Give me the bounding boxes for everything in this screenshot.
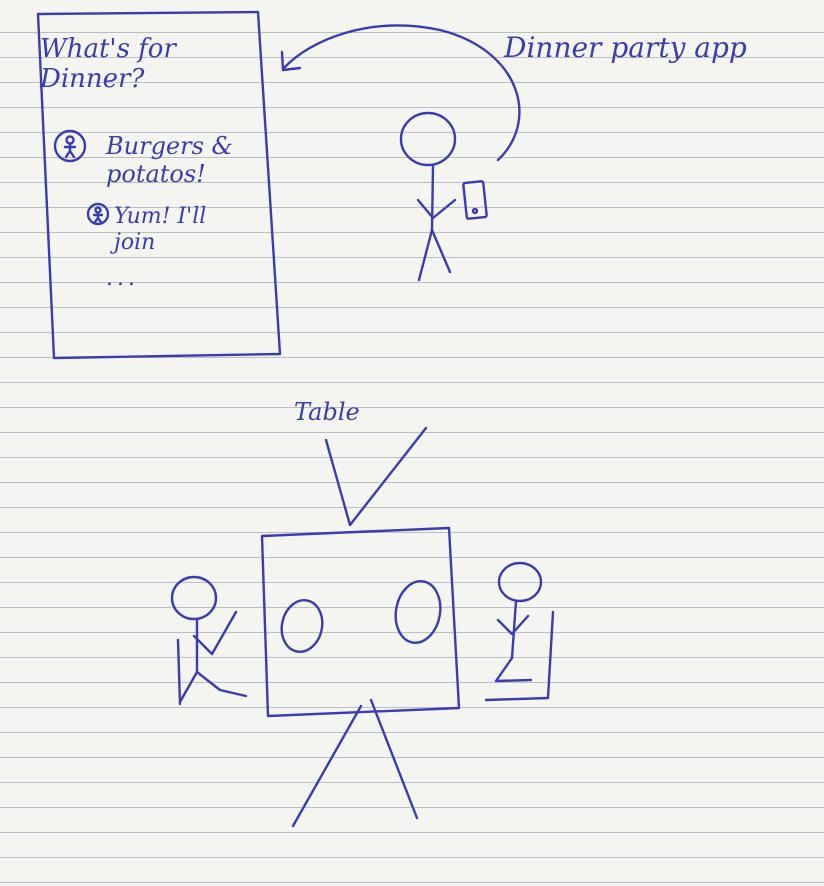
message-1-text: Burgers & potatos!: [106, 132, 233, 188]
app-arrow: [282, 24, 521, 162]
message-1-avatar-icon: [53, 129, 87, 163]
table-legs: [291, 698, 419, 828]
app-label: Dinner party app: [504, 31, 747, 64]
app-arrow-head: [280, 50, 302, 72]
person-right: [484, 561, 555, 702]
table-label: Table: [294, 398, 360, 426]
message-2-text: Yum! I'll join: [114, 204, 207, 255]
person-left: [170, 575, 248, 706]
table-pointer: [324, 426, 428, 527]
message-2-avatar-icon: [86, 202, 110, 226]
plate-right: [394, 580, 442, 644]
app-screen-title: What's for Dinner?: [40, 34, 176, 94]
phone-icon: [462, 180, 488, 220]
table-drawing: [260, 526, 461, 828]
plate-left: [280, 599, 324, 653]
phone-screen-frame: [36, 10, 282, 360]
person-with-phone: [399, 111, 488, 282]
more-messages-ellipsis: ...: [106, 266, 139, 291]
